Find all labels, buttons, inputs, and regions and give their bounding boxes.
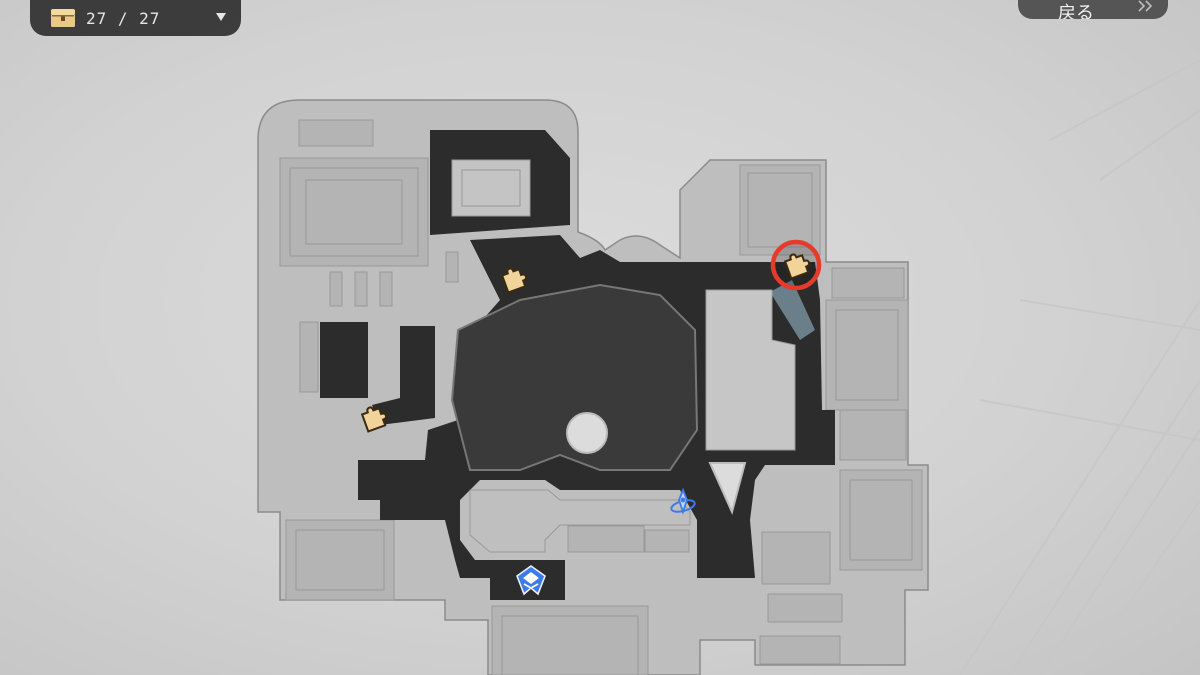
caret-down-icon[interactable] — [215, 12, 227, 22]
east-building — [705, 289, 796, 451]
courtyard — [450, 283, 747, 515]
collectible-counter[interactable]: 27 / 27 — [30, 0, 241, 36]
collectible-count: 27 / 27 — [86, 8, 161, 28]
tower-block — [451, 159, 531, 217]
trailblazer-emblem-icon[interactable] — [514, 564, 548, 598]
treasure-chest-icon — [51, 9, 75, 27]
highlighted-puzzle-piece-icon[interactable] — [769, 238, 823, 292]
back-button-label: 戻る — [1058, 3, 1094, 20]
street-lines — [959, 59, 1200, 675]
double-chevron-right-icon — [1138, 0, 1153, 12]
central-hall — [469, 489, 691, 553]
puzzle-piece-icon[interactable] — [498, 264, 528, 294]
space-anchor-icon[interactable] — [666, 486, 700, 520]
view-cone — [770, 280, 815, 340]
back-button[interactable]: 戻る — [1018, 0, 1168, 19]
puzzle-piece-icon[interactable] — [358, 403, 388, 433]
